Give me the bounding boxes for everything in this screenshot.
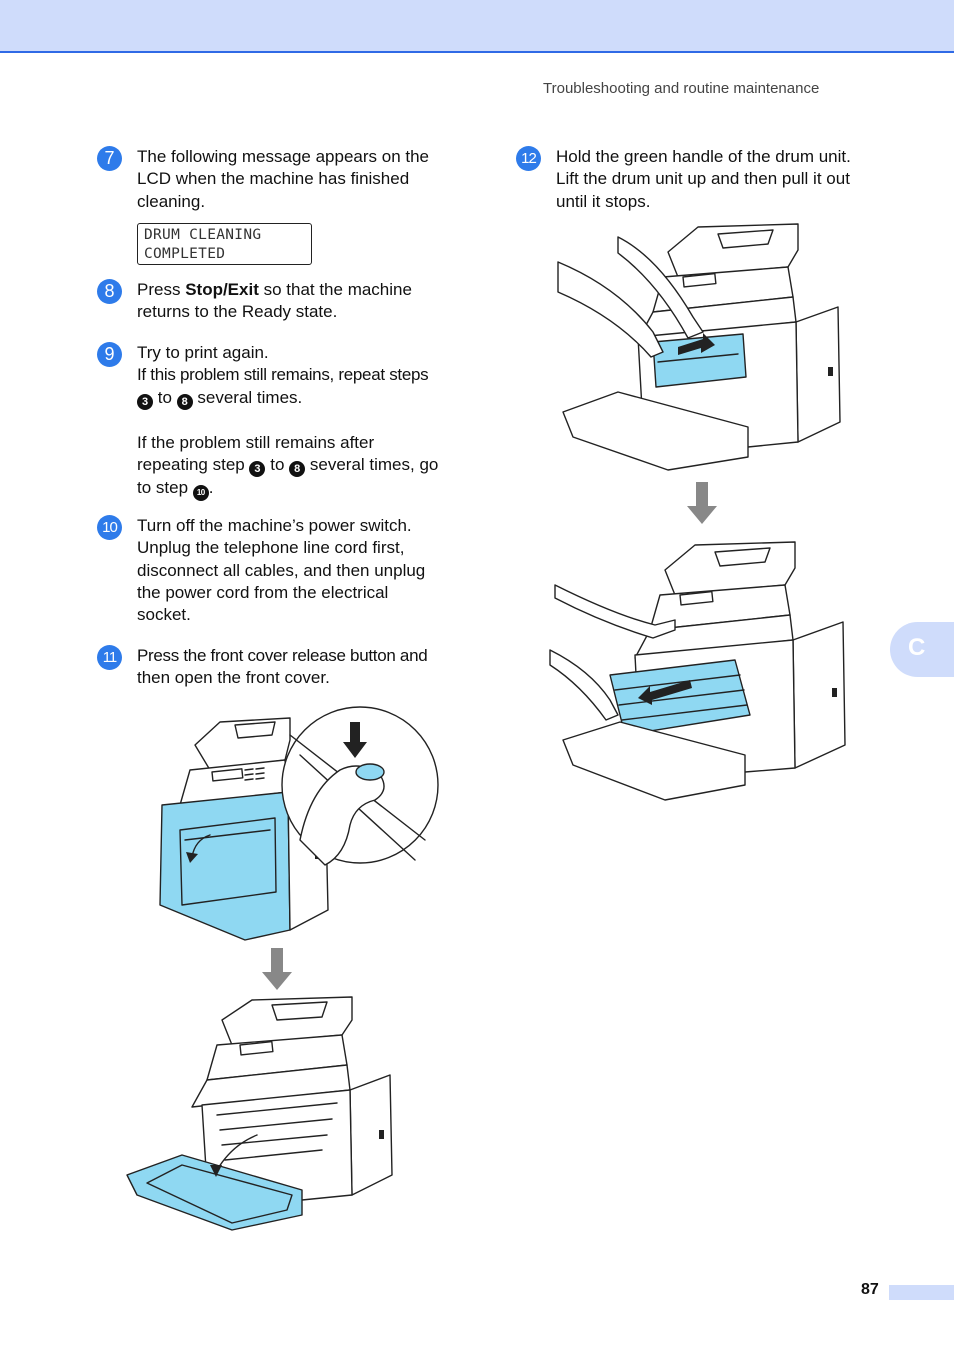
step-text: to	[157, 387, 172, 407]
printer-cover-open-illustration	[126, 996, 393, 1231]
step-ref-badge: 10	[192, 484, 209, 501]
step-number-badge: 10	[97, 515, 122, 540]
step-text-line: cleaning.	[137, 191, 206, 211]
step-text: several times, go	[309, 454, 439, 474]
step-ref-badge: 3	[249, 460, 266, 477]
step-text-line: until it stops.	[556, 191, 651, 211]
step-text-line: then open the front cover.	[137, 668, 330, 688]
step-number-badge: 8	[97, 279, 122, 304]
step-number-badge: 11	[97, 645, 122, 670]
step-text: Press	[137, 280, 186, 299]
step-text-line: The following message appears on the	[137, 147, 430, 166]
step-ref-badge: 8	[289, 460, 306, 477]
step-text: so that the machine	[258, 280, 412, 299]
step-text: to step	[137, 477, 189, 497]
chapter-tab-label: C	[908, 634, 926, 661]
lcd-message-box: DRUM CLEANING COMPLETED	[137, 223, 312, 265]
step-text: to	[270, 454, 285, 474]
step-text-line: If this problem still remains, repeat st…	[137, 365, 429, 385]
step-number-badge: 9	[97, 342, 122, 367]
step-text-line: disconnect all cables, and then unplug	[137, 560, 426, 580]
step-text-line: Hold the green handle of the drum unit.	[556, 147, 851, 166]
step-text-line: returns to the Ready state.	[137, 302, 338, 322]
running-title: Troubleshooting and routine maintenance	[543, 80, 820, 97]
step-text-line: Try to print again.	[137, 343, 269, 362]
step-text-line: If the problem still remains after	[137, 432, 375, 452]
step-9: 9 Try to print again. If this problem st…	[97, 342, 477, 502]
step-12: 12 Hold the green handle of the drum uni…	[516, 146, 896, 216]
lcd-line: COMPLETED	[144, 246, 226, 262]
step-7: 7 The following message appears on the L…	[97, 146, 477, 216]
step-text-line: Unplug the telephone line cord first,	[137, 538, 405, 558]
printer-cover-closed-illustration	[159, 706, 439, 941]
lcd-line: DRUM CLEANING	[144, 227, 262, 243]
step-text-line: Turn off the machine’s power switch.	[137, 516, 412, 535]
page-number: 87	[861, 1281, 879, 1298]
step-text: .	[208, 477, 214, 497]
step-number-badge: 7	[97, 146, 122, 171]
down-arrow-icon	[687, 482, 717, 524]
down-arrow-icon	[262, 948, 292, 990]
step-11: 11 Press the front cover release button …	[97, 645, 477, 691]
chapter-tab: C	[890, 622, 954, 677]
footer-band	[889, 1285, 954, 1300]
step-8: 8 Press Stop/Exit so that the machine re…	[97, 279, 477, 325]
step-text: repeating step	[137, 454, 245, 474]
step-text-line: Lift the drum unit up and then pull it o…	[556, 169, 850, 189]
drum-unit-lift-illustration	[557, 223, 841, 471]
step-text-line: the power cord from the electrical	[137, 582, 389, 602]
step-number-badge: 12	[516, 146, 541, 171]
step-ref-badge: 3	[137, 393, 153, 410]
stop-exit-key-label: Stop/Exit	[185, 280, 259, 299]
step-ref-badge: 8	[176, 393, 193, 410]
step-10: 10 Turn off the machine’s power switch. …	[97, 515, 477, 629]
step-text: several times.	[197, 387, 303, 407]
step-text-line: Press the front cover release button and	[137, 646, 428, 665]
header-band	[0, 0, 954, 53]
step-text-line: LCD when the machine has finished	[137, 169, 410, 189]
drum-unit-pulled-out-illustration	[549, 541, 846, 801]
step-text-line: socket.	[137, 605, 191, 625]
